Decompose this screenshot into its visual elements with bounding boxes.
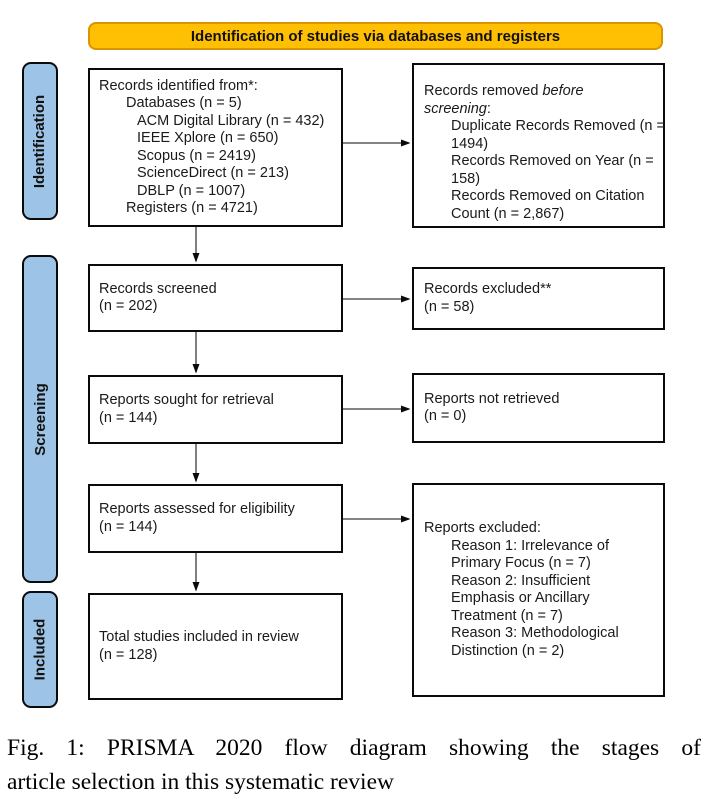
reports-assessed-count: (n = 144) <box>99 518 158 535</box>
records-removed-title-line1: Records removed before <box>424 83 584 99</box>
box-reports-sought: Reports sought for retrieval (n = 144) <box>88 375 343 444</box>
dblp-count: DBLP (n = 1007) <box>137 182 246 199</box>
box-records-excluded: Records excluded** (n = 58) <box>412 267 665 330</box>
records-screened-label: Records screened <box>99 280 217 297</box>
stage-label-included: Included <box>22 591 58 708</box>
reports-sought-label: Reports sought for retrieval <box>99 392 274 408</box>
stage-label-included-text: Included <box>31 618 49 681</box>
reports-not-retrieved-count: (n = 0) <box>424 408 467 424</box>
stage-label-screening-text: Screening <box>31 382 49 456</box>
databases-count: Databases (n = 5) <box>126 95 242 111</box>
figure-caption-line2: article selection in this systematic rev… <box>7 769 394 795</box>
records-identified-title: Records identified from*: <box>99 77 258 94</box>
reason2-line1: Reason 2: Insufficient <box>451 572 591 589</box>
ieee-count: IEEE Xplore (n = 650) <box>137 130 279 146</box>
removed-on-year-line2: 158) <box>451 170 481 187</box>
box-records-removed-before-screening: Records removed before screening: Duplic… <box>412 63 665 228</box>
stage-label-screening: Screening <box>22 255 58 583</box>
records-screened-count: (n = 202) <box>99 298 158 314</box>
duplicates-removed-line2: 1494) <box>451 135 489 152</box>
acm-count: ACM Digital Library (n = 432) <box>137 112 325 129</box>
stage-label-identification-text: Identification <box>31 94 49 188</box>
registers-count: Registers (n = 4721) <box>126 200 258 216</box>
box-total-studies-included: Total studies included in review (n = 12… <box>88 593 343 700</box>
stage-label-identification: Identification <box>22 62 58 220</box>
box-reports-not-retrieved: Reports not retrieved (n = 0) <box>412 373 665 443</box>
reason1-line2: Primary Focus (n = 7) <box>451 555 591 571</box>
removed-on-year-line1: Records Removed on Year (n = <box>451 153 654 169</box>
total-included-count: (n = 128) <box>99 646 158 663</box>
reason2-line2: Emphasis or Ancillary <box>451 590 590 606</box>
duplicates-removed-line1: Duplicate Records Removed (n = <box>451 118 665 134</box>
banner-identification-of-studies: Identification of studies via databases … <box>88 22 663 50</box>
reports-not-retrieved-label: Reports not retrieved <box>424 390 560 407</box>
box-records-identified: Records identified from*: Databases (n =… <box>88 68 343 227</box>
records-removed-title-line2: screening: <box>424 100 491 117</box>
scopus-count: Scopus (n = 2419) <box>137 147 256 164</box>
reason1-line1: Reason 1: Irrelevance of <box>451 537 609 554</box>
reason3-line1: Reason 3: Methodological <box>451 625 619 641</box>
box-reports-assessed: Reports assessed for eligibility (n = 14… <box>88 484 343 553</box>
reports-excluded-title: Reports excluded: <box>424 520 541 536</box>
figure-caption: Fig. 1: PRISMA 2020 flow diagram showing… <box>7 731 701 799</box>
removed-on-citation-line1: Records Removed on Citation <box>451 188 645 204</box>
reports-assessed-label: Reports assessed for eligibility <box>99 501 295 517</box>
reason3-line2: Distinction (n = 2) <box>451 642 565 659</box>
total-included-label: Total studies included in review <box>99 629 299 645</box>
removed-on-citation-line2: Count (n = 2,867) <box>451 205 565 222</box>
records-excluded-count: (n = 58) <box>424 298 475 315</box>
reports-sought-count: (n = 144) <box>99 409 158 426</box>
records-excluded-label: Records excluded** <box>424 281 552 297</box>
box-reports-excluded: Reports excluded: Reason 1: Irrelevance … <box>412 483 665 697</box>
reason2-line3: Treatment (n = 7) <box>451 607 563 624</box>
sciencedirect-count: ScienceDirect (n = 213) <box>137 165 289 181</box>
box-records-screened: Records screened (n = 202) <box>88 264 343 332</box>
figure-caption-line1: Fig. 1: PRISMA 2020 flow diagram showing… <box>7 735 701 761</box>
